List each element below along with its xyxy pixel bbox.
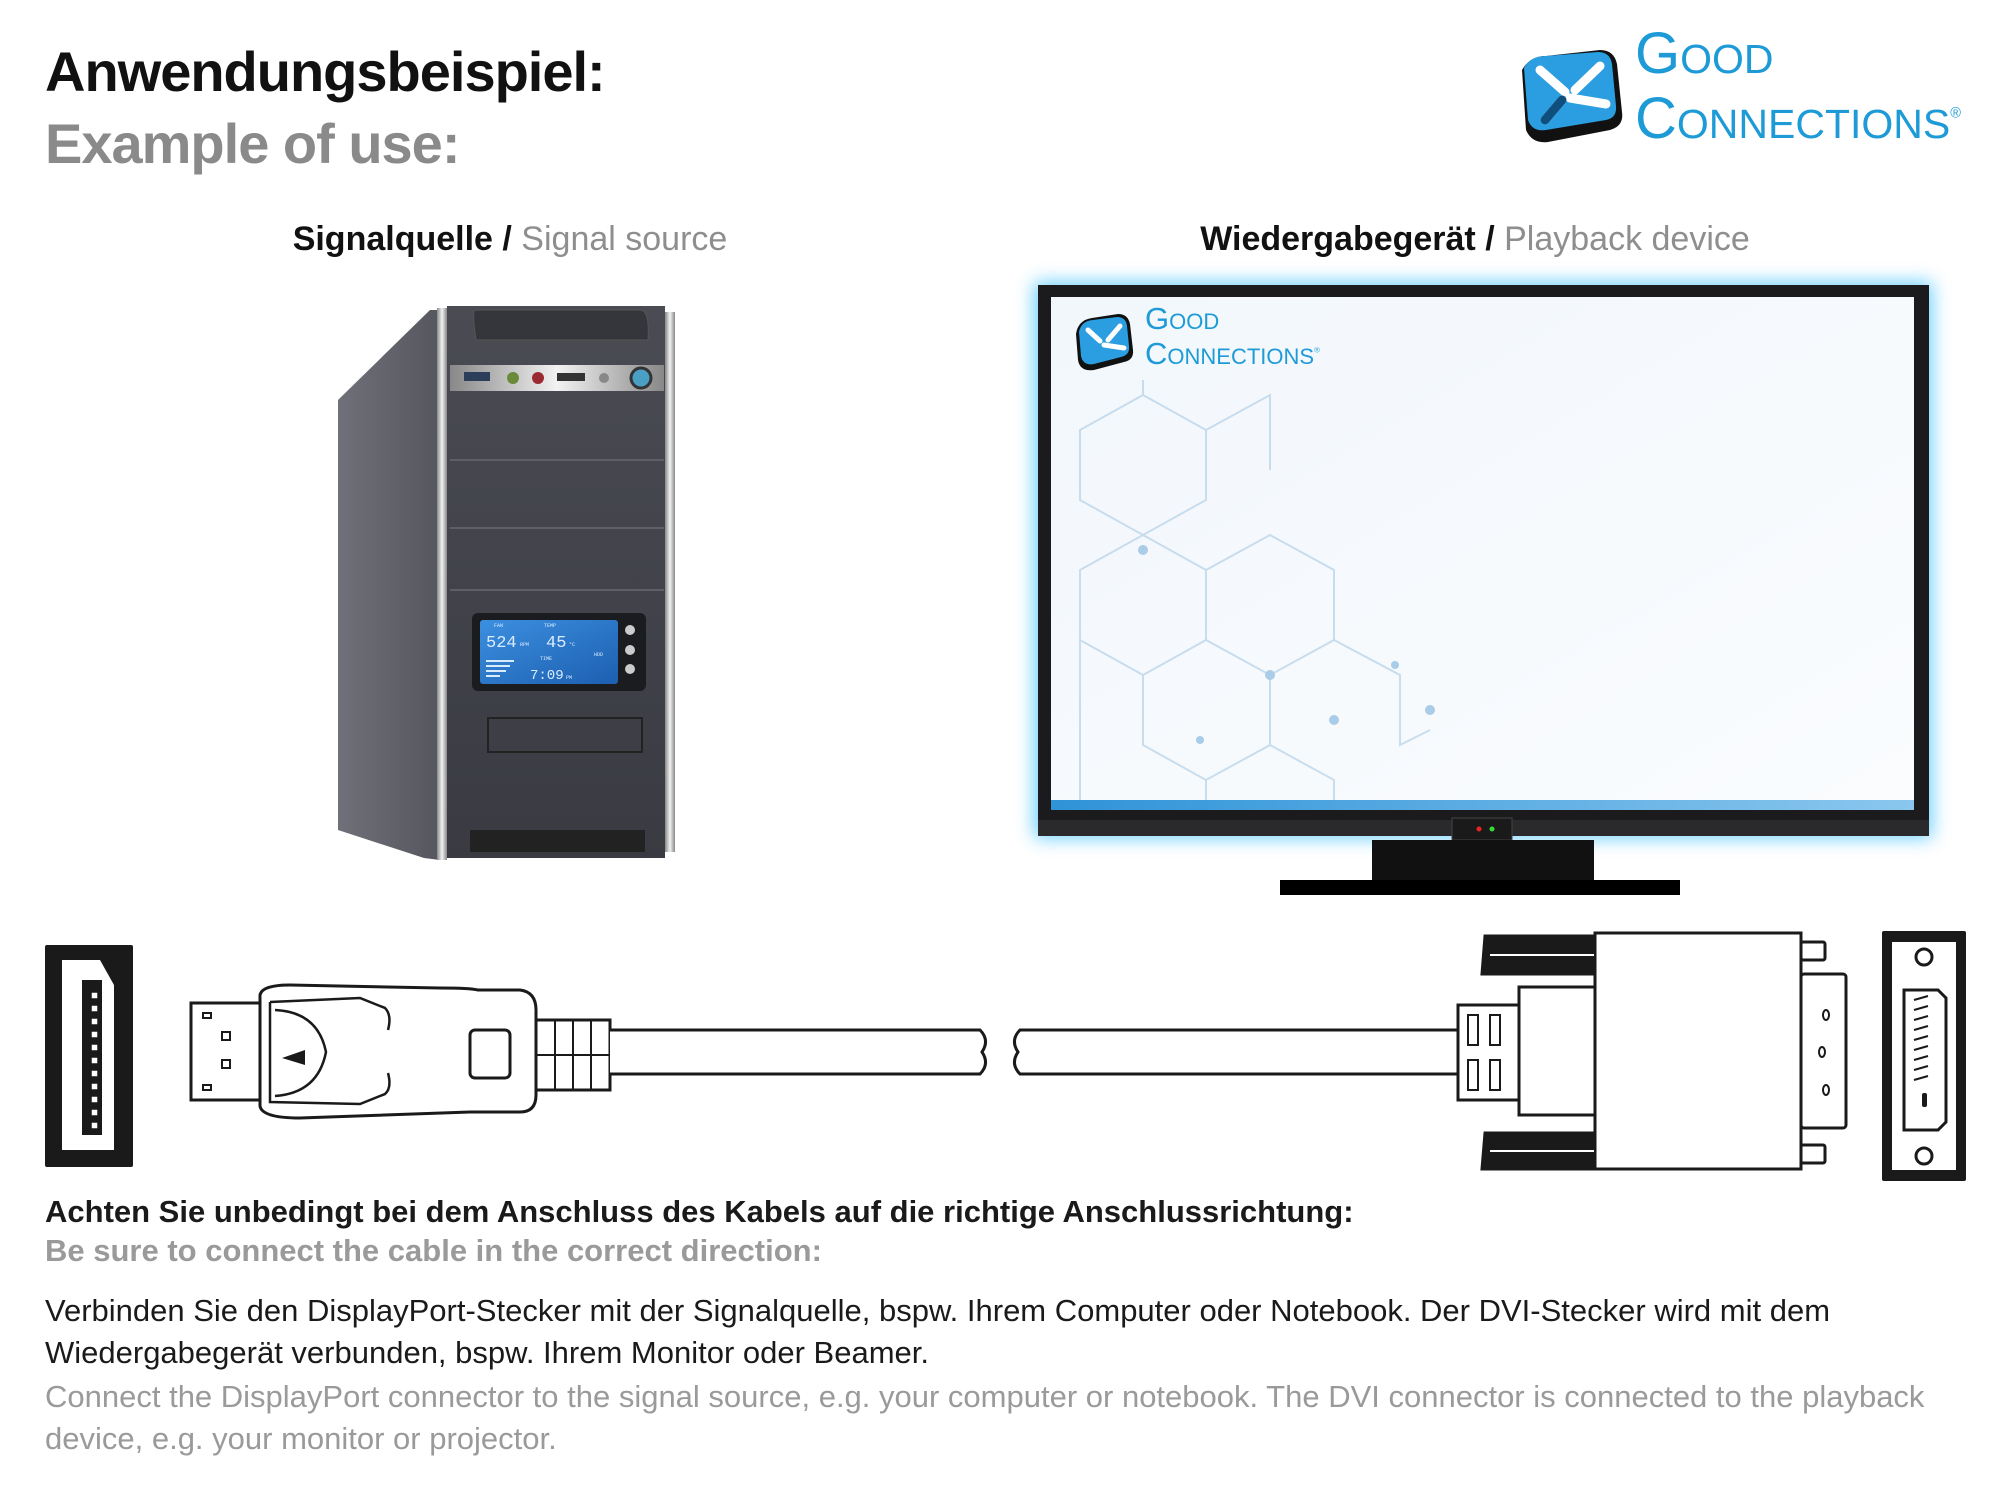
instructions-heading-en: Be sure to connect the cable in the corr… bbox=[45, 1233, 822, 1268]
lcd-bars bbox=[486, 660, 514, 677]
screen-registered-mark: ® bbox=[1314, 345, 1320, 355]
lcd-temp-value: 45 bbox=[546, 634, 566, 653]
lcd-hdd-label: HDD bbox=[594, 652, 603, 658]
playback-label-en: Playback device bbox=[1504, 220, 1750, 258]
logo-line-2: Connections bbox=[1635, 85, 1951, 151]
lcd-time-unit: PM bbox=[566, 675, 572, 681]
caption-separator: / bbox=[1475, 220, 1505, 258]
page-title: Anwendungsbeispiel: bbox=[45, 40, 606, 103]
screen-logo-text: Good Connections® bbox=[1145, 301, 1320, 371]
registered-mark: ® bbox=[1950, 105, 1961, 122]
displayport-plug-icon bbox=[189, 983, 987, 1120]
pc-lcd-readout: FAN 524 RPM TEMP 45 °C TIME 7:09 PM HDD bbox=[486, 623, 603, 684]
instructions-heading-de: Achten Sie unbedingt bei dem Anschluss d… bbox=[45, 1194, 1354, 1229]
lcd-fan-value: 524 bbox=[486, 634, 517, 653]
pc-tower-icon bbox=[338, 306, 675, 860]
lcd-fan-unit: RPM bbox=[520, 642, 529, 648]
signal-source-label-en: Signal source bbox=[521, 220, 728, 258]
pc-lcd-panel bbox=[480, 620, 618, 684]
screen-logo-line-1: Good bbox=[1145, 301, 1220, 336]
lcd-fan-label: FAN bbox=[494, 623, 503, 629]
logo-line-1: Good bbox=[1635, 21, 1774, 86]
lcd-temp-unit: °C bbox=[569, 642, 575, 648]
lcd-temp-label: TEMP bbox=[544, 623, 556, 629]
caption-separator: / bbox=[492, 220, 522, 258]
lcd-time-value: 7:09 bbox=[530, 668, 564, 684]
signal-source-caption: Signalquelle / Signal source bbox=[293, 220, 728, 259]
lcd-time-label: TIME bbox=[540, 656, 552, 662]
instructions-paragraph-de: Verbinden Sie den DisplayPort-Stecker mi… bbox=[45, 1293, 1831, 1370]
page-subtitle: Example of use: bbox=[45, 112, 460, 175]
dvi-plug-icon bbox=[1013, 931, 1848, 1171]
playback-label-de: Wiedergabegerät bbox=[1200, 220, 1476, 258]
dvi-socket-icon bbox=[1882, 931, 1966, 1181]
good-connections-logo-icon bbox=[1522, 50, 1623, 143]
instructions-paragraph-en: Connect the DisplayPort connector to the… bbox=[45, 1379, 1925, 1456]
screen-logo-line-2: Connections bbox=[1145, 335, 1315, 371]
displayport-socket-icon bbox=[45, 945, 133, 1167]
brand-logo-text: Good Connections® bbox=[1635, 21, 1961, 152]
playback-device-caption: Wiedergabegerät / Playback device bbox=[1200, 220, 1750, 259]
signal-source-label-de: Signalquelle bbox=[292, 220, 493, 258]
monitor-icon bbox=[1034, 282, 1932, 895]
